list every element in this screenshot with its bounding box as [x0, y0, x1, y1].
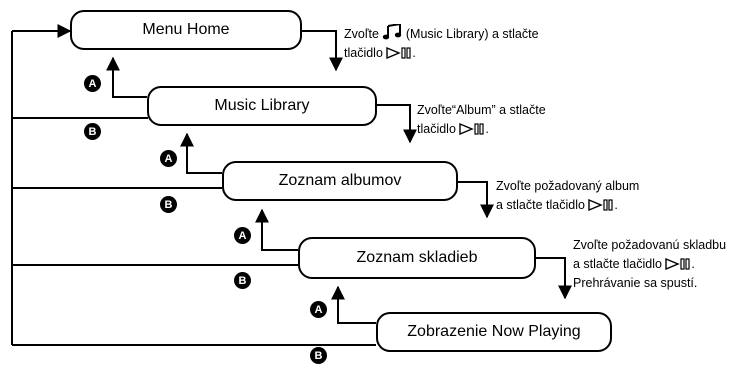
badge-b-3: B [234, 272, 251, 289]
forward-arrow-4 [536, 257, 572, 300]
instruction-step-1-line2: tlačidlo [344, 46, 387, 60]
badge-a-1: A [84, 75, 101, 92]
badge-a-2: A [160, 150, 177, 167]
instruction-step-1: Zvoľte (Music Library) a stlačte tlačidl… [344, 24, 539, 63]
badge-b-4: B [310, 347, 327, 364]
instruction-step-4-line1: Zvoľte požadovanú skladbu [573, 238, 727, 252]
badge-b-2: B [160, 196, 177, 213]
menu-home-box[interactable]: Menu Home [70, 10, 302, 50]
play-pause-icon [386, 47, 411, 59]
badge-a-4: A [310, 301, 327, 318]
play-pause-icon [459, 123, 484, 135]
back-arrow-1 [106, 56, 147, 98]
badge-b-1: B [84, 123, 101, 140]
play-pause-icon [588, 199, 614, 211]
badge-a-3: A [234, 227, 251, 244]
now-playing-box[interactable]: Zobrazenie Now Playing [376, 312, 612, 352]
instruction-step-3-line2: a stlačte tlačidlo [496, 198, 589, 212]
back-arrow-3 [255, 208, 298, 251]
forward-arrow-2 [377, 104, 417, 144]
instruction-step-1-suffix: (Music Library) a stlačte [405, 27, 539, 41]
instruction-step-4-line2: a stlačte tlačidlo [573, 257, 666, 271]
back-arrow-2 [180, 132, 222, 174]
music-library-box[interactable]: Music Library [147, 86, 377, 126]
instruction-step-1-prefix: Zvoľte [344, 27, 383, 41]
instruction-step-2-line2: tlačidlo [417, 122, 460, 136]
instruction-step-4-line3: Prehrávanie sa spustí. [573, 276, 698, 290]
instruction-step-3: Zvoľte požadovaný album a stlačte tlačid… [496, 179, 640, 212]
back-arrow-4 [331, 285, 376, 324]
instruction-step-4: Zvoľte požadovanú skladbu a stlačte tlač… [573, 236, 726, 293]
album-list-box[interactable]: Zoznam albumov [222, 161, 458, 201]
instruction-step-3-line1: Zvoľte požadovaný album [496, 179, 640, 193]
play-pause-icon [665, 258, 691, 270]
instruction-step-2-line1: Zvoľte“Album” a stlačte [417, 103, 546, 117]
forward-arrow-3 [458, 181, 494, 219]
instruction-step-2: Zvoľte“Album” a stlačte tlačidlo . [417, 103, 546, 136]
forward-arrow-1 [302, 30, 343, 72]
music-note-icon [383, 24, 402, 40]
track-list-box[interactable]: Zoznam skladieb [298, 237, 536, 279]
